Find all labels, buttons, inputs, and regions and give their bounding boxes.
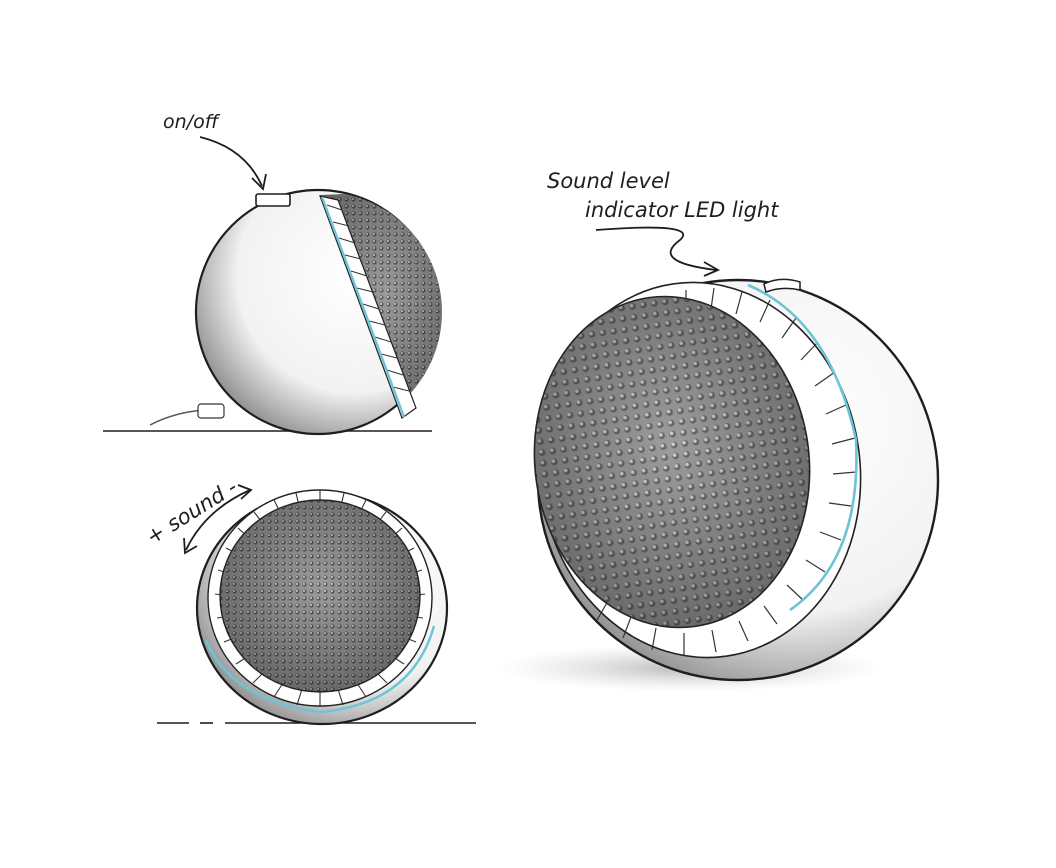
fin-ring: [319, 195, 417, 419]
power-cable: [149, 409, 206, 426]
led-label-line1: Sound level: [547, 169, 670, 193]
power-button: [763, 278, 801, 293]
led-light-strip: [204, 625, 436, 714]
power-button: [255, 193, 291, 207]
arrow-head: [183, 537, 198, 555]
volume-arrow: [185, 489, 251, 551]
power-label: on/off: [163, 111, 221, 133]
led-light-strip: [747, 283, 858, 612]
arrow-head: [251, 173, 267, 191]
fin-ring-ribs: [596, 287, 857, 655]
led-arrow: [595, 226, 717, 271]
side-view-sketch: on/off: [103, 111, 442, 436]
front-view-sketch: + sound -: [142, 475, 476, 726]
led-label-line2: indicator LED light: [585, 198, 779, 222]
power-arrow: [199, 136, 263, 187]
led-light-strip: [320, 196, 406, 418]
arrow-head: [703, 261, 721, 277]
perspective-view-sketch: Sound level indicator LED light: [495, 169, 940, 692]
cable-plug: [197, 403, 225, 419]
arrow-head: [237, 484, 253, 500]
